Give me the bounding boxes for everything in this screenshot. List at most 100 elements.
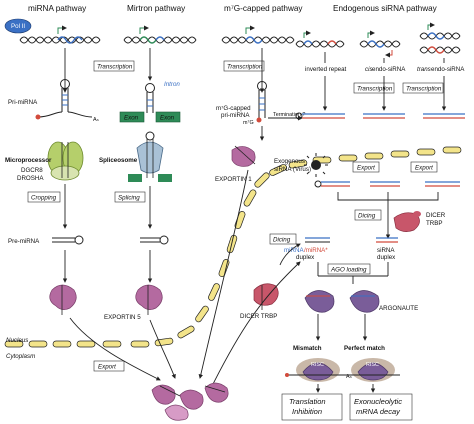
arrow-export-m7g — [198, 169, 249, 379]
ago-converge-lines — [317, 262, 389, 284]
label-sirna-virus: siRNA (Virus) — [274, 166, 311, 173]
nuclear-pore — [102, 340, 122, 348]
label-m7g-pri-mirna: pri-miRNA — [221, 112, 250, 119]
exportin5-complex-1 — [49, 284, 77, 315]
label-transcription-2: Transcription — [227, 64, 263, 71]
dna-helix-cis — [359, 30, 401, 58]
label-exportin5: EXPORTIN 5 — [104, 314, 141, 321]
label-nucleus: Nucleus — [6, 337, 28, 344]
dna-helix-inverted-repeat — [295, 30, 345, 48]
label-mirna-star: /miRNA* — [304, 247, 328, 254]
nuclear-pore — [254, 172, 270, 188]
box-dicing-2 — [269, 233, 297, 245]
dna-helix-trans — [419, 22, 461, 54]
trans-duplex — [423, 113, 465, 119]
pre-mirna-hairpin-1 — [52, 235, 84, 245]
nuclear-pore — [28, 340, 48, 348]
nuclear-pore — [177, 325, 195, 339]
label-dicing-1: Dicing — [358, 213, 376, 220]
nuclear-pore — [218, 259, 230, 277]
box-dicing-1 — [354, 209, 382, 221]
label-sirna-duplex: duplex — [377, 254, 396, 261]
nuclear-pore — [154, 337, 174, 347]
argonaute-complex-2 — [349, 290, 380, 313]
pol2-badge: Pol II — [4, 18, 32, 34]
box-ago-loading — [327, 263, 371, 275]
arrow-to-mirna-duplex — [279, 243, 301, 266]
pri-mirna-hairpin — [35, 79, 93, 120]
label-trans-italic: trans — [417, 66, 431, 73]
label-intron: Intron — [164, 81, 180, 88]
nuclear-pore — [442, 146, 462, 154]
label-splicing: Splicing — [118, 195, 140, 202]
exon-1 — [119, 111, 145, 123]
label-dicer-1: DICER — [426, 212, 446, 219]
label-export-1: Export — [357, 165, 375, 172]
label-pre-mirna: Pre-miRNA — [8, 238, 40, 245]
box-transcription-2 — [223, 60, 265, 72]
arrow-to-dicing — [209, 261, 301, 391]
exon-2 — [155, 111, 181, 123]
arrow-export-mirtron — [149, 319, 176, 379]
sirna-duplex — [376, 237, 398, 243]
ir-hairpin — [295, 112, 345, 120]
box-translation-inhibition — [281, 393, 343, 421]
box-export-1 — [352, 161, 380, 173]
dicer-complex-endo — [393, 211, 421, 232]
nuclear-pore — [338, 154, 358, 162]
label-mismatch: Mismatch — [293, 345, 322, 352]
header-endo-sirna: Endogenous siRNA pathway — [333, 4, 438, 13]
label-microprocessor: Microprocessor — [5, 157, 52, 164]
label-pri-mirna: Pri-miRNA — [8, 99, 38, 106]
risc-perfect — [345, 358, 400, 382]
label-drosha: DROSHA — [17, 175, 44, 182]
header-m7g: m⁷G-capped pathway — [224, 4, 303, 13]
exportin1-complex — [231, 145, 256, 167]
dna-helix-m7g — [221, 25, 295, 44]
box-transcription-3 — [353, 82, 395, 94]
exportin5-complex-2 — [135, 284, 163, 315]
label-exportin1: EXPORTIN 1 — [215, 176, 252, 183]
risc-mismatch — [285, 358, 345, 382]
label-cis-endo-sirna: endo-siRNA — [372, 66, 406, 73]
label-inhibition: Inhibition — [292, 407, 322, 416]
label-cropping: Cropping — [31, 195, 57, 202]
label-exon-1: Exon — [124, 115, 139, 122]
mirtron-hairpin — [145, 83, 155, 113]
label-trbp-1: TRBP — [426, 220, 443, 227]
nuclear-pore — [269, 164, 287, 176]
label-cis-italic: cis — [365, 66, 373, 73]
nuclear-pore — [364, 152, 384, 160]
box-transcription-1 — [93, 60, 135, 72]
cis-duplex — [363, 113, 405, 119]
label-m7g-cap: m⁷G — [243, 120, 254, 126]
label-dicer-trbp: DICER TRBP — [240, 313, 277, 320]
pre-mirna-hairpin-2 — [140, 235, 169, 245]
nuclear-pore — [243, 189, 257, 207]
nuclear-pore — [130, 340, 150, 348]
label-risc-2: RISC — [366, 362, 379, 368]
label-poly-a-1: Aₙ — [93, 117, 99, 123]
label-sirna: siRNA — [377, 247, 395, 254]
label-risc-1: RISC — [311, 362, 324, 368]
nuclear-pore — [4, 340, 24, 348]
label-dicing-2: Dicing — [273, 237, 291, 244]
converge-lines — [337, 192, 439, 210]
nuclear-pore — [52, 340, 72, 348]
label-mirna-duplex: duplex — [296, 254, 315, 261]
pol2-label: Pol II — [11, 23, 25, 30]
ir-hairpin-cytoplasm — [314, 180, 350, 188]
label-ago-loading: AGO loading — [330, 267, 367, 274]
nuclear-pore — [416, 148, 436, 156]
box-export-3 — [93, 360, 125, 372]
box-splicing — [114, 191, 146, 203]
label-termination: Termination ? — [273, 112, 305, 118]
label-inverted-repeat: inverted repeat — [305, 66, 347, 73]
header-mirna: miRNA pathway — [28, 4, 87, 13]
label-export-3: Export — [98, 364, 116, 371]
label-exon-2: Exon — [160, 115, 175, 122]
virus-icon — [304, 153, 328, 177]
cis-duplex-cytoplasm — [370, 181, 400, 187]
arrow-export-mirna — [69, 317, 161, 381]
label-poly-a-2: Aₙ — [346, 374, 352, 380]
